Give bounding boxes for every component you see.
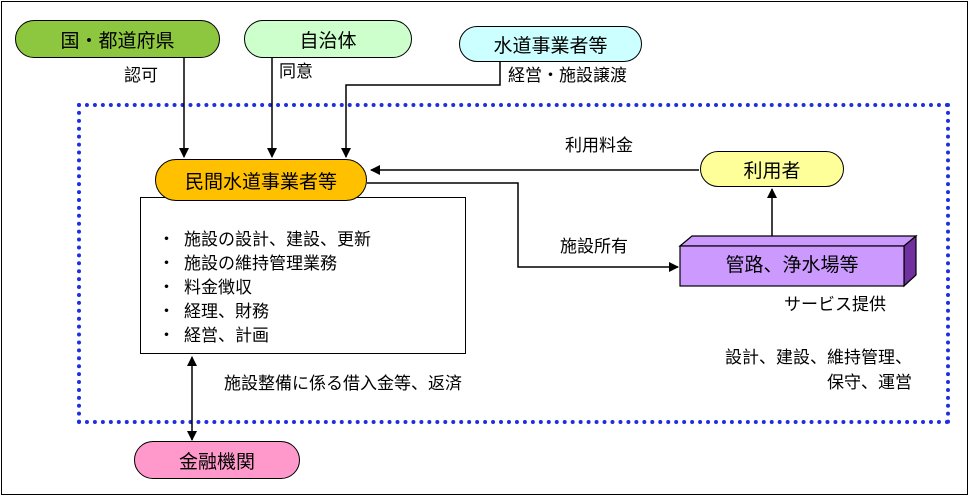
borrowing-label: 施設整備に係る借入金等、返済: [224, 374, 462, 394]
consent-label: 同意: [279, 62, 313, 82]
private-operator-node: 民間水道事業者等: [155, 159, 367, 201]
national-prefecture-label: 国・都道府県: [60, 29, 175, 52]
operations-item: 経営、計画: [158, 324, 371, 348]
operations-item: 料金徴収: [158, 276, 371, 300]
national-prefecture-node: 国・都道府県: [15, 20, 220, 58]
facilities-box-front: [679, 245, 905, 287]
management-transfer-label: 経営・施設譲渡: [508, 66, 627, 86]
users-node: 利用者: [700, 151, 844, 187]
service-provision-label: サービス提供: [784, 295, 886, 315]
private-operator-label: 民間水道事業者等: [184, 170, 337, 193]
transfer-arrow: [341, 60, 501, 158]
operations-item: 経理、財務: [158, 300, 371, 324]
operator-roles-line2: 保守、運営: [827, 373, 912, 393]
operations-list: 施設の設計、建設、更新 施設の維持管理業務 料金徴収 経理、財務 経営、計画: [158, 228, 371, 348]
ownership-arrow: [367, 182, 679, 272]
facilities-label: 管路、浄水場等: [725, 254, 859, 276]
operator-roles-line1: 設計、建設、維持管理、: [725, 348, 912, 368]
financial-institution-label: 金融機関: [178, 450, 255, 473]
water-operator-node: 水道事業者等: [459, 26, 642, 62]
operations-item: 施設の維持管理業務: [158, 252, 371, 276]
facilities-box-top: [678, 235, 918, 247]
private-operation-boundary: [77, 103, 950, 424]
municipality-label: 自治体: [299, 29, 357, 52]
approval-label: 認可: [124, 66, 158, 86]
users-label: 利用者: [743, 159, 801, 182]
municipality-node: 自治体: [244, 20, 412, 58]
financial-institution-node: 金融機関: [134, 441, 300, 479]
facilities-box: [678, 234, 918, 288]
facility-ownership-label: 施設所有: [560, 237, 628, 257]
water-operator-label: 水道事業者等: [493, 34, 608, 57]
operator-roles: 設計、建設、維持管理、 保守、運営: [660, 346, 912, 396]
operations-item: 施設の設計、建設、更新: [158, 228, 371, 252]
usage-fee-label: 利用料金: [565, 136, 633, 156]
